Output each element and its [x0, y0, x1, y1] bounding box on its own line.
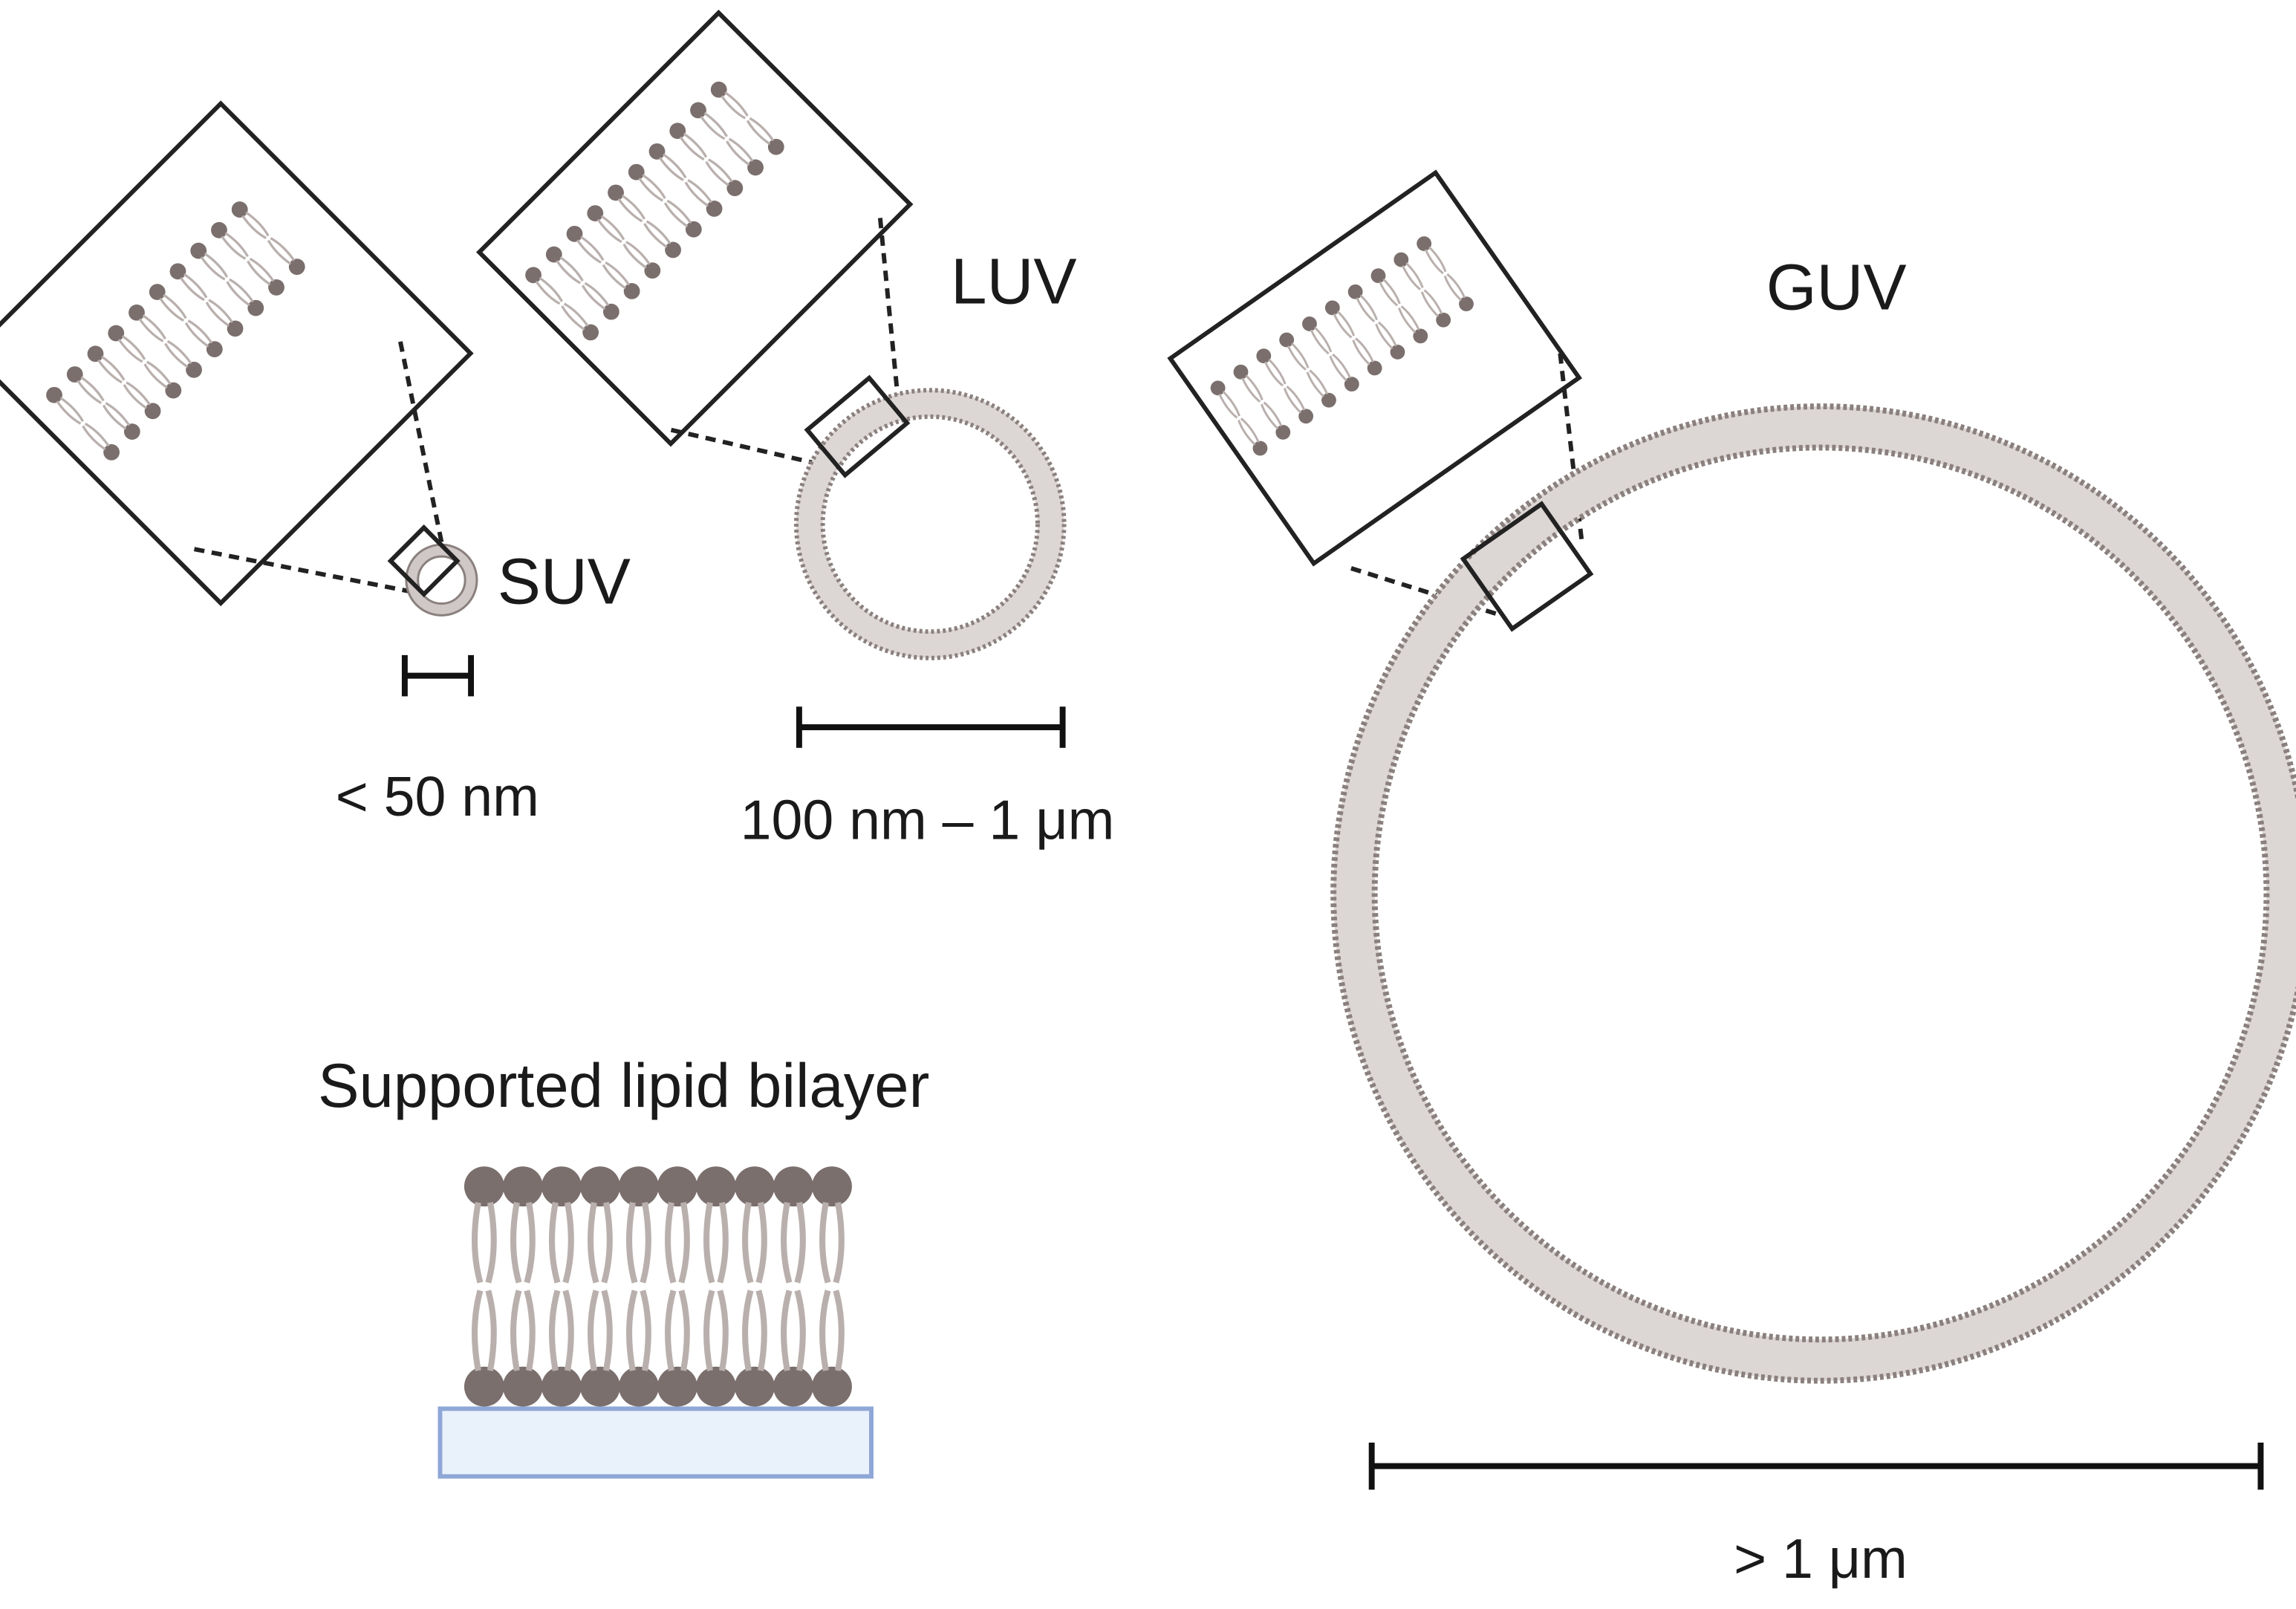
guv-vesicle: [1330, 403, 2296, 1384]
slb-bilayer: [464, 1166, 852, 1406]
luv-zoom-inset: [476, 10, 914, 447]
suv-scale-bar: [401, 654, 475, 697]
guv-scale-bar: [1368, 1442, 2264, 1490]
luv-vesicle: [793, 374, 1067, 660]
guv-size-label: > 1 μm: [1734, 1527, 1908, 1590]
suv-vesicle: [387, 524, 478, 617]
luv-size-label: 100 nm – 1 μm: [741, 789, 1115, 851]
suv-group: SUV < 50 nm: [0, 100, 631, 828]
slb-substrate: [438, 1406, 874, 1479]
guv-zoom-inset: [1167, 169, 1582, 567]
luv-group: LUV 100 nm – 1 μm: [476, 10, 1115, 851]
slb-label: Supported lipid bilayer: [318, 1051, 929, 1120]
luv-scale-bar: [796, 706, 1066, 748]
suv-zoom-inset: [0, 100, 474, 607]
suv-size-label: < 50 nm: [336, 765, 539, 828]
slb-group: Supported lipid bilayer: [318, 1051, 929, 1479]
suv-label: SUV: [498, 546, 631, 618]
guv-label: GUV: [1766, 251, 1907, 323]
guv-group: GUV > 1 μm: [1167, 169, 2296, 1590]
luv-label: LUV: [951, 245, 1077, 317]
